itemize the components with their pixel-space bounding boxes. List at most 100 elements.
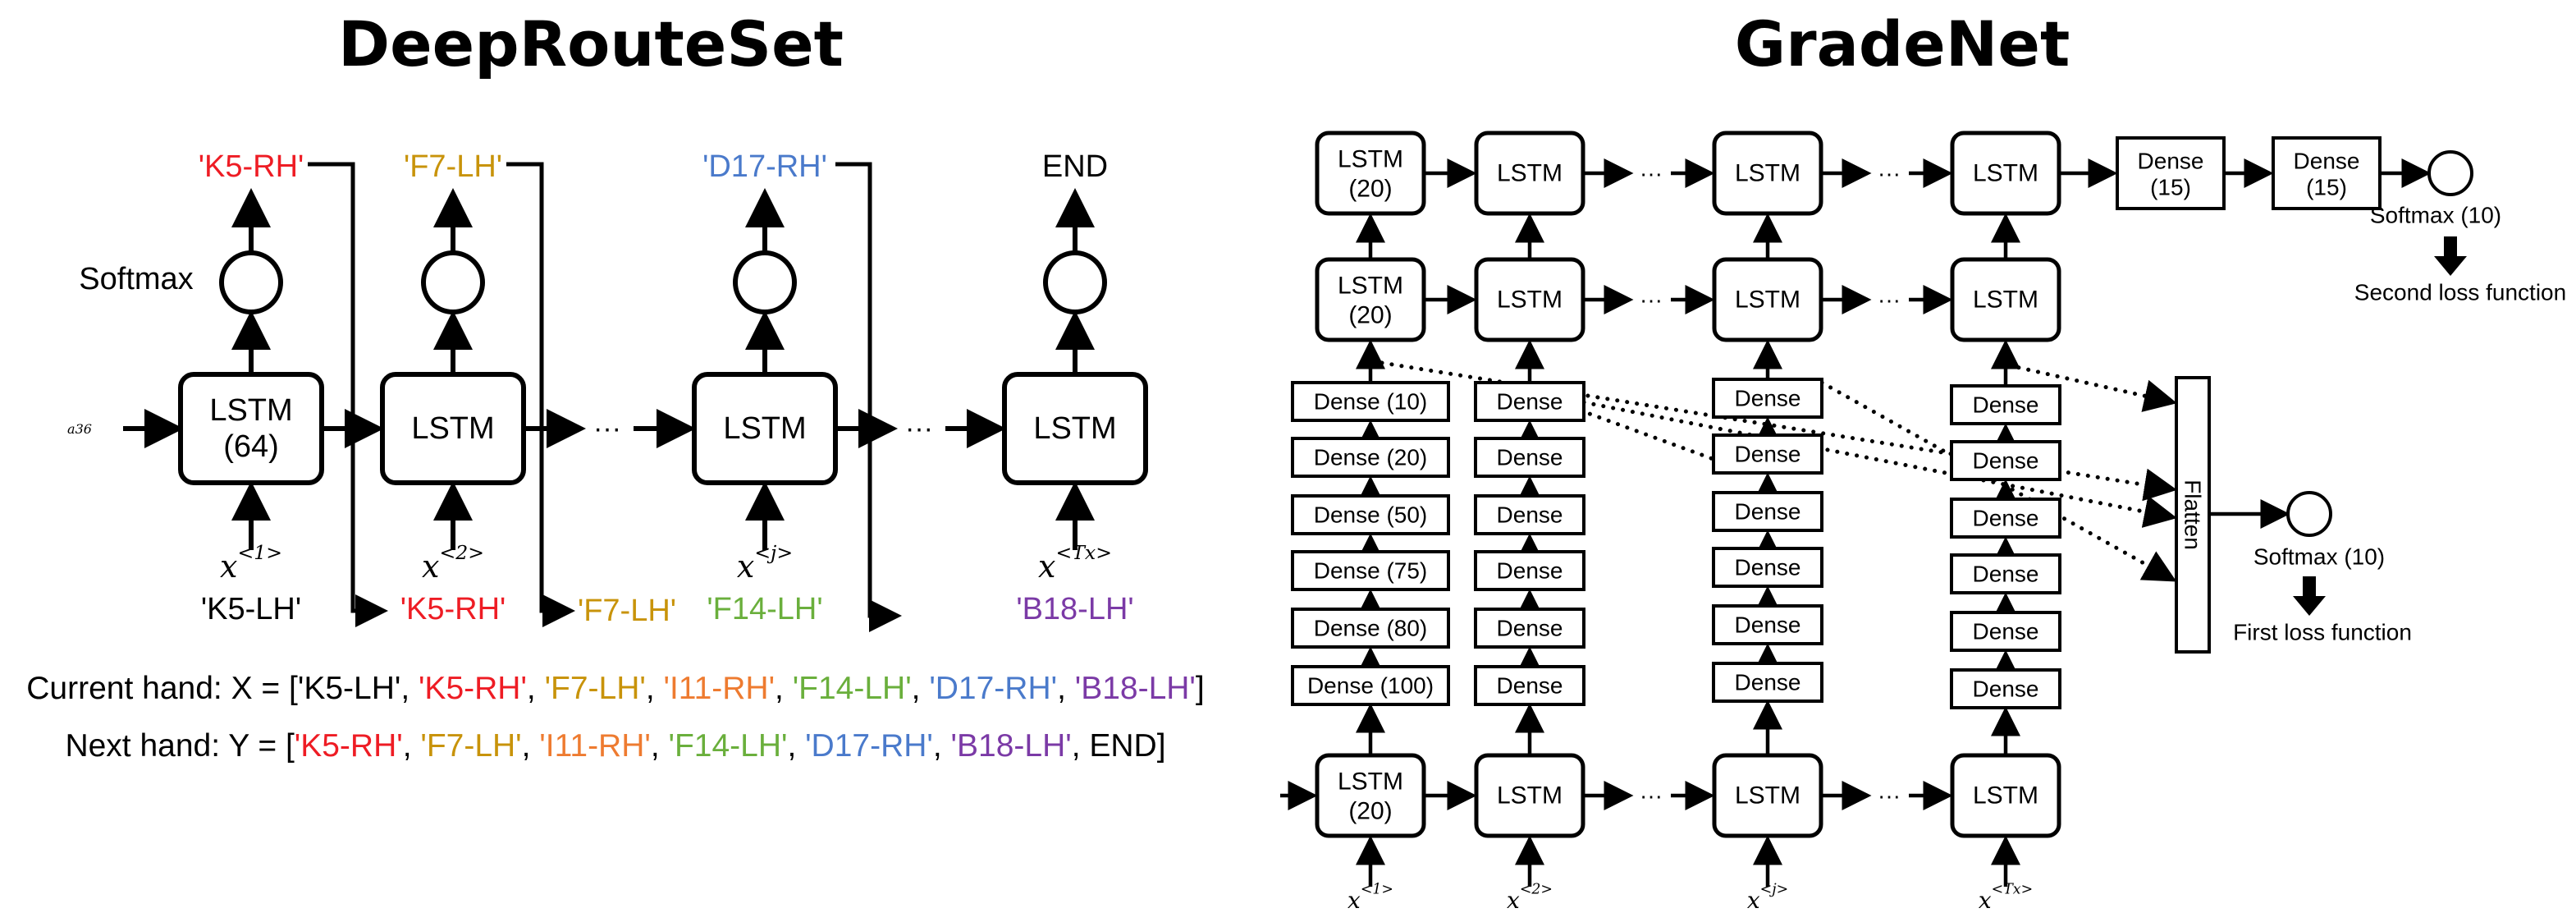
dense-label: Dense <box>1735 386 1801 411</box>
feedback-token: 'F7-LH' <box>578 594 676 628</box>
svg-text:a36: a36 <box>67 421 92 437</box>
dense-label: Dense (100) <box>1307 673 1434 699</box>
dense-layer <box>1950 384 2061 425</box>
dense-layer <box>1291 550 1450 591</box>
lstm-cell <box>380 372 526 485</box>
dense-label: Dense <box>1497 558 1563 584</box>
lstm-label: LSTM <box>1973 287 2038 314</box>
gradenet-lstm-cell <box>1474 257 1585 342</box>
softmax-node <box>2286 491 2332 537</box>
dense-label: Dense <box>1735 612 1801 638</box>
dense-label: Dense (10) <box>1314 389 1428 415</box>
dense-label: Dense <box>1497 502 1563 528</box>
dense-layer <box>1291 494 1450 535</box>
ellipsis-dots: ··· <box>1878 783 1901 809</box>
flatten-layer <box>2175 376 2211 654</box>
deeproute-nodes <box>178 250 1148 485</box>
dense-label: Dense <box>1973 562 2039 587</box>
first-loss-label: First loss function <box>2233 620 2412 645</box>
input-token: 'F14-LH' <box>707 592 822 626</box>
dense-head-layer <box>2116 136 2226 210</box>
flatten-input-dotted <box>1819 380 2177 582</box>
softmax-node <box>1043 250 1107 314</box>
ellipsis-dots: ··· <box>1640 287 1663 313</box>
second-loss-label: Second loss function <box>2354 280 2566 305</box>
ellipsis-dots: ··· <box>1640 161 1663 186</box>
lstm-label: LSTM <box>723 411 806 446</box>
gradenet-lstm-cell <box>1712 131 1823 216</box>
dense-layer <box>1474 550 1585 591</box>
deeproute-connections <box>123 162 1095 632</box>
ellipsis-dots: ··· <box>905 413 933 444</box>
lstm-label: LSTM <box>1338 146 1403 173</box>
ellipsis-dots: ··· <box>593 413 621 444</box>
dense-label: Dense <box>1973 677 2039 702</box>
gradenet-title: GradeNet <box>1735 7 2070 80</box>
flatten-input-dotted <box>2006 363 2177 412</box>
dense-head-label: Dense <box>2294 149 2360 174</box>
lstm-label: LSTM <box>1973 160 2038 187</box>
input-token: 'B18-LH' <box>1016 592 1133 626</box>
gradenet-lstm-cell <box>1315 257 1426 342</box>
input-variable: x<1> <box>220 541 282 585</box>
input-variable: x<Tx> <box>1979 881 2033 913</box>
ellipsis-dots: ··· <box>1640 783 1663 809</box>
input-token: 'K5-LH' <box>201 592 301 626</box>
input-variable: x<1> <box>1347 881 1393 913</box>
feedback-route <box>308 162 388 627</box>
dense-layer <box>1712 378 1823 419</box>
dense-layer <box>1474 494 1585 535</box>
dense-layer <box>1474 665 1585 706</box>
dense-label: Dense <box>1735 670 1801 695</box>
gradenet-lstm-cell <box>1950 753 2061 838</box>
lstm-label: LSTM <box>1735 287 1800 314</box>
ellipsis-dots: ··· <box>1878 161 1901 186</box>
next-hand-sequence: Next hand: Y = ['K5-RH', 'F7-LH', 'I11-R… <box>65 728 1165 764</box>
lstm-cell <box>1002 372 1148 485</box>
lstm-label: LSTM <box>1497 782 1563 810</box>
deeproute-labels: a36SoftmaxLSTM(64)'K5-RH'x<1>'K5-LH'LSTM… <box>26 149 1204 764</box>
dense-layer <box>1291 608 1450 649</box>
dense-label: Dense (80) <box>1314 616 1428 641</box>
lstm-label: LSTM <box>1973 782 2038 810</box>
dense-layer <box>1474 437 1585 478</box>
lstm-label: LSTM <box>1497 160 1563 187</box>
input-variable: x<2> <box>1507 881 1553 913</box>
dense-layer <box>1712 433 1823 475</box>
dense-label: Dense (20) <box>1314 445 1428 470</box>
softmax-node <box>421 250 485 314</box>
dense-head-units: (15) <box>2306 175 2347 200</box>
down-arrow-icon <box>2293 576 2326 616</box>
dense-label: Dense <box>1973 506 2039 531</box>
dense-label: Dense (75) <box>1314 558 1428 584</box>
lstm-label: LSTM <box>209 393 292 428</box>
dense-head-label: Dense <box>2138 149 2204 174</box>
ellipsis-dots: ··· <box>1878 287 1901 313</box>
dense-label: Dense (50) <box>1314 502 1428 528</box>
lstm-cell <box>178 372 324 485</box>
input-variable: x<j> <box>1747 881 1788 913</box>
lstm-label: LSTM <box>1033 411 1116 446</box>
softmax-label-first: Softmax (10) <box>2253 544 2385 570</box>
dense-layer <box>1291 381 1450 422</box>
deeproute-title: DeepRouteSet <box>338 7 844 80</box>
output-token: 'F7-LH' <box>404 149 502 184</box>
lstm-label: LSTM <box>1497 287 1563 314</box>
lstm-label: LSTM <box>1338 273 1403 300</box>
down-arrow-icon <box>2434 236 2467 276</box>
dense-layer <box>1291 665 1450 706</box>
dense-layer <box>1712 604 1823 645</box>
gradenet-lstm-cell <box>1950 131 2061 216</box>
current-hand-sequence: Current hand: X = ['K5-LH', 'K5-RH', 'F7… <box>26 671 1204 706</box>
feedback-route <box>835 162 902 632</box>
dense-label: Dense <box>1497 389 1563 415</box>
output-token: 'D17-RH' <box>702 149 827 184</box>
lstm-units: (20) <box>1348 302 1392 329</box>
lstm-units: (64) <box>223 429 279 464</box>
dense-label: Dense <box>1973 619 2039 644</box>
dense-layer <box>1291 437 1450 478</box>
gradenet-nodes <box>1291 131 2473 838</box>
dense-label: Dense <box>1973 392 2039 418</box>
feedback-route <box>506 162 575 627</box>
